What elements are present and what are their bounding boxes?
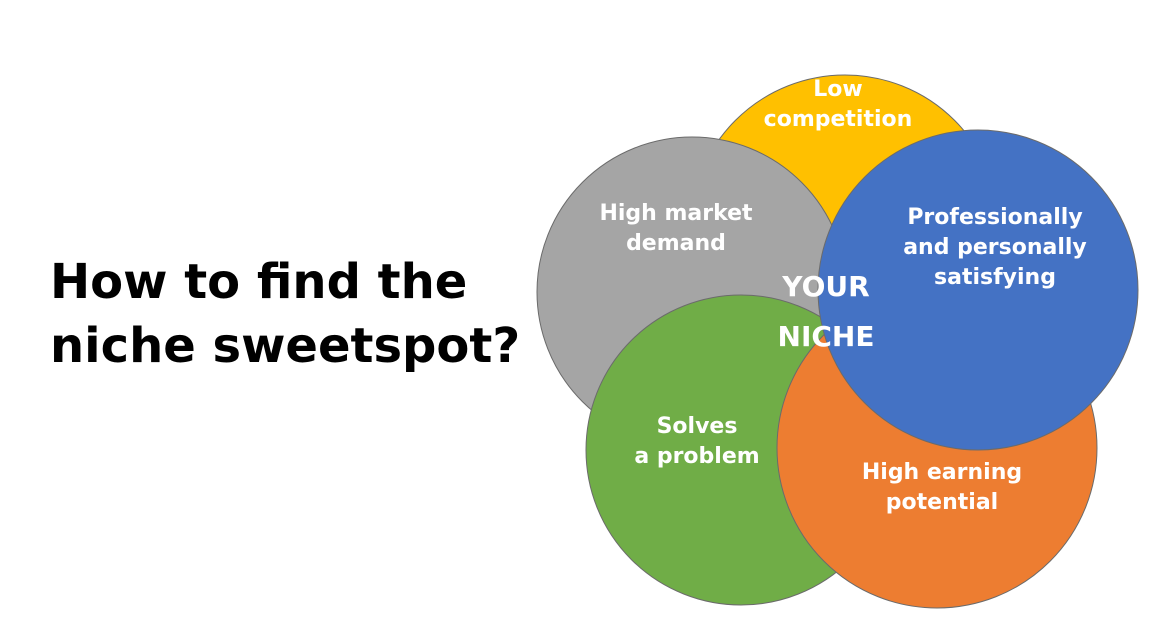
diagram-circles bbox=[536, 74, 1139, 609]
page-title-line-2: niche sweetspot? bbox=[50, 318, 521, 374]
label-high-market-demand: High market demand bbox=[599, 201, 753, 256]
label-line: Low bbox=[813, 77, 862, 102]
label-line: Solves bbox=[657, 414, 738, 439]
center-label-your-niche: YOUR NICHE bbox=[778, 270, 875, 353]
label-line: and personally bbox=[903, 235, 1087, 260]
label-line: High market bbox=[599, 201, 753, 226]
label-line: potential bbox=[886, 490, 998, 515]
center-label-line: YOUR bbox=[781, 270, 869, 303]
label-high-earning: High earning potential bbox=[862, 460, 1022, 515]
label-line: High earning bbox=[862, 460, 1022, 485]
page-title: How to find the niche sweetspot? bbox=[50, 250, 550, 378]
label-line: satisfying bbox=[934, 265, 1056, 290]
label-line: Professionally bbox=[907, 205, 1082, 230]
label-line: competition bbox=[764, 107, 913, 132]
label-low-competition: Low competition bbox=[764, 77, 913, 132]
circle-professionally-satisfying bbox=[817, 129, 1139, 451]
label-solves-problem: Solves a problem bbox=[634, 414, 759, 469]
center-label-line: NICHE bbox=[778, 320, 875, 353]
page-title-line-1: How to find the bbox=[50, 254, 468, 310]
label-professionally-satisfying: Professionally and personally satisfying bbox=[903, 205, 1087, 290]
label-line: a problem bbox=[634, 444, 759, 469]
label-line: demand bbox=[626, 231, 726, 256]
